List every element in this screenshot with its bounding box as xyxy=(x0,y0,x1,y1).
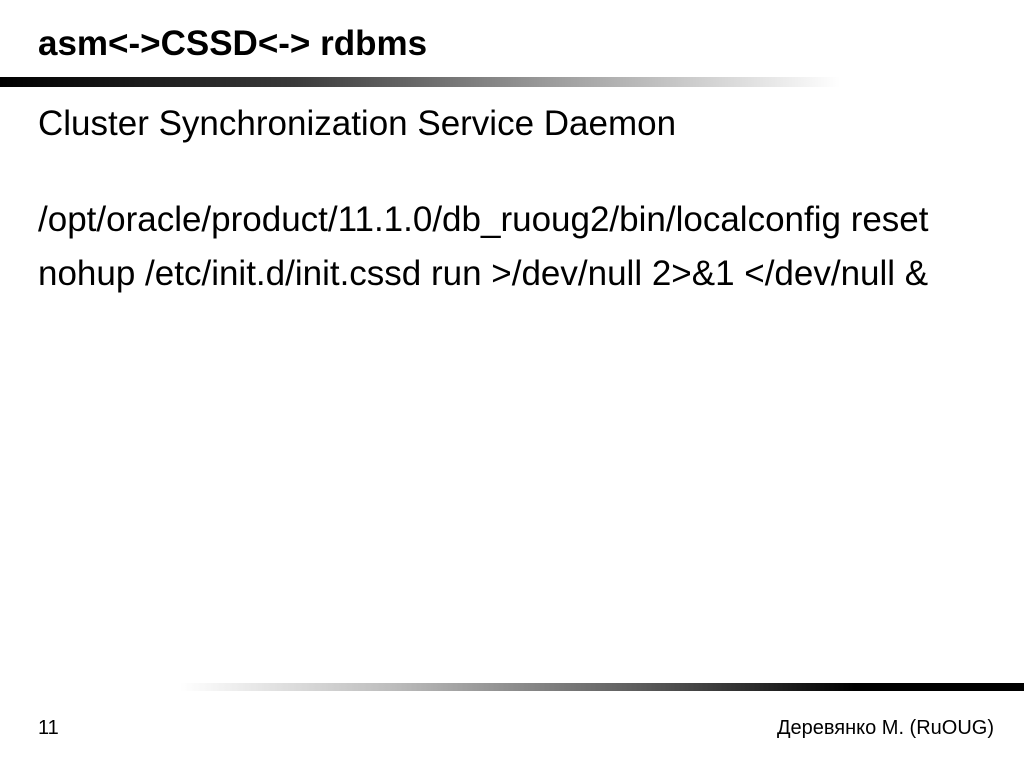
body-line-service-name: Cluster Synchronization Service Daemon xyxy=(38,104,677,143)
slide-body: Cluster Synchronization Service Daemon /… xyxy=(38,100,988,298)
slide-title: asm<->CSSD<-> rdbms xyxy=(38,24,428,63)
footer-author: Деревянко М. (RuOUG) xyxy=(776,717,994,739)
body-line-localconfig-command: /opt/oracle/product/11.1.0/db_ruoug2/bin… xyxy=(38,200,929,239)
footer-divider xyxy=(180,683,1024,691)
body-spacer xyxy=(38,148,988,196)
body-line-nohup-command: nohup /etc/init.d/init.cssd run >/dev/nu… xyxy=(38,254,929,293)
title-divider xyxy=(0,77,840,87)
page-number: 11 xyxy=(38,717,59,739)
